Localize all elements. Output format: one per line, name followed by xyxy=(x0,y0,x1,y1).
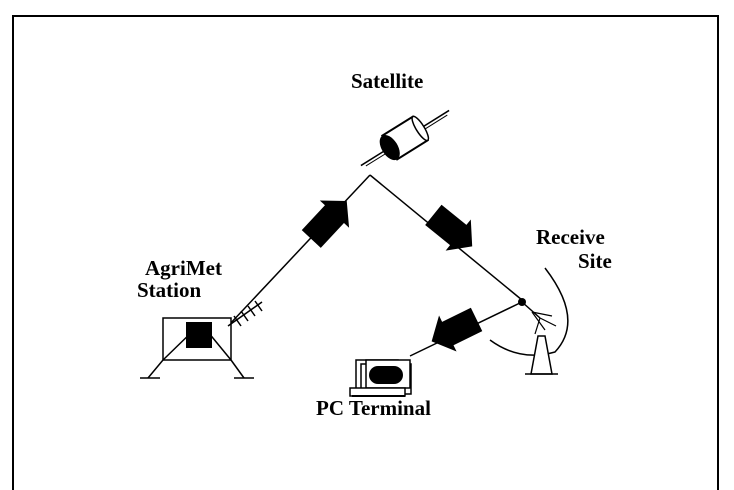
agrimet-label-line1: AgriMet xyxy=(145,256,222,280)
receive-site-label-line1: Receive xyxy=(536,225,605,249)
agrimet-label-line2: Station xyxy=(137,278,202,302)
diagram-frame xyxy=(12,15,719,490)
terminal-arrow-icon xyxy=(431,307,483,352)
receive-site-dish-icon xyxy=(489,267,569,375)
satellite-label: Satellite xyxy=(351,69,424,93)
uplink-arrow-icon xyxy=(301,200,350,248)
uplink-line xyxy=(227,174,371,327)
pc-terminal-icon xyxy=(349,359,412,397)
downlink-arrow-icon xyxy=(425,204,473,251)
agrimet-station-icon xyxy=(140,300,263,379)
receive-site-label-line2: Site xyxy=(578,249,612,273)
pc-terminal-label: PC Terminal xyxy=(316,396,431,420)
satellite-icon xyxy=(360,109,450,167)
